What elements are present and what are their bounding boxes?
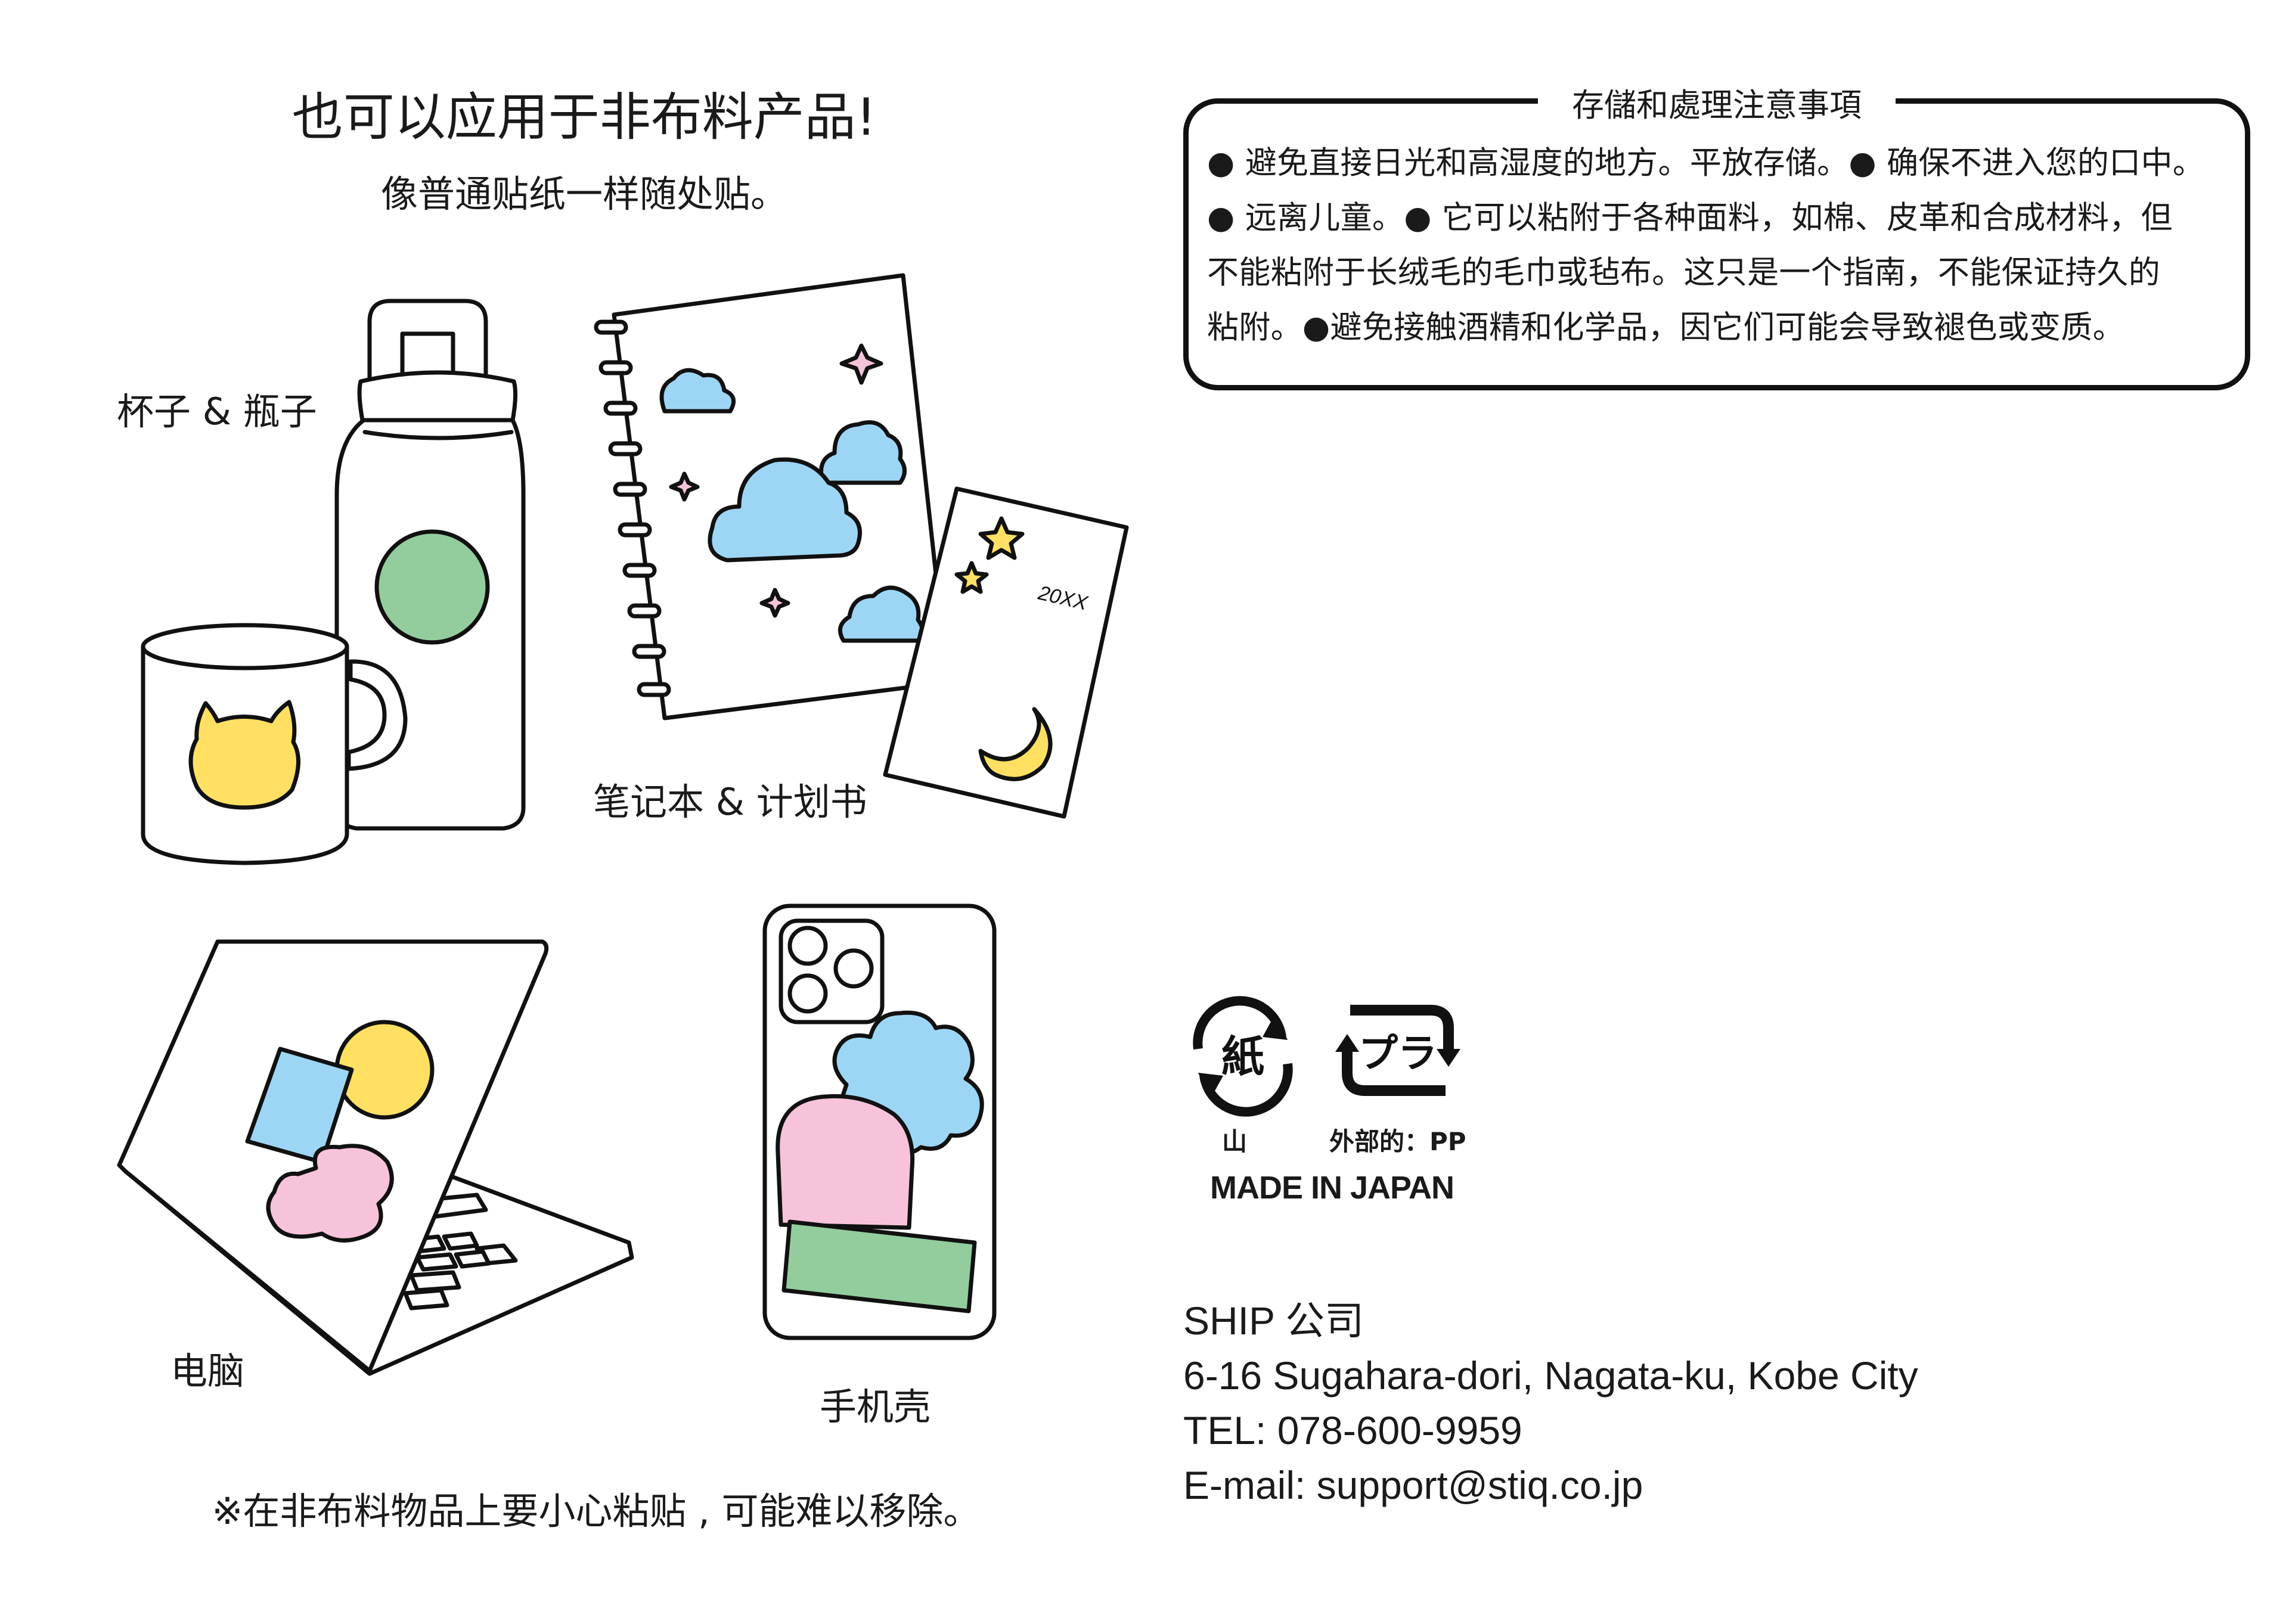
page-subtitle: 像普通贴纸一样随处贴。 — [380, 172, 787, 216]
cloud-sticker — [266, 1144, 394, 1243]
phone-case-icon — [762, 903, 997, 1340]
notice-line: ● 避免直接日光和高湿度的地方。平放存储。● 确保不进入您的口中。 — [1207, 145, 2205, 181]
cloud-sticker — [832, 1010, 984, 1156]
laptop-label: 电脑 — [170, 1349, 245, 1393]
notice-line: 粘附。●避免接触酒精和化学品，因它们可能会导致褪色或变质。 — [1207, 309, 2124, 346]
made-in-label: MADE IN JAPAN — [1210, 1170, 1454, 1206]
company-email: E-mail: support@stiq.co.jp — [1183, 1463, 1643, 1507]
moon-sticker — [978, 707, 1053, 781]
laptop-icon — [117, 939, 634, 1376]
plastic-label: 外部的：PP — [1329, 1127, 1466, 1156]
keyboard — [403, 1231, 518, 1311]
planner-icon: 20XX — [883, 486, 1129, 819]
cloud-sticker — [838, 585, 925, 643]
cloud-sticker — [659, 368, 736, 414]
arch-sticker — [776, 1094, 915, 1230]
sparkle-sticker — [839, 343, 883, 385]
cat-sticker — [188, 700, 300, 810]
phone-label: 手机壳 — [820, 1385, 931, 1429]
circle-sticker — [334, 1020, 435, 1120]
company-name: SHIP 公司 — [1183, 1299, 1364, 1343]
spiral-binding — [594, 319, 671, 697]
square-sticker — [245, 1047, 354, 1165]
company-address: 6-16 Sugahara-dori, Nagata-ku, Kobe City — [1183, 1353, 1918, 1398]
footnote: ※在非布料物品上要小心粘贴 , 可能难以移除。 — [212, 1489, 981, 1533]
planner-year: 20XX — [1035, 582, 1090, 615]
paper-recycle-icon: 紙 — [1193, 996, 1293, 1117]
company-tel: TEL: 078-600-9959 — [1183, 1408, 1522, 1452]
mug-icon — [141, 623, 408, 865]
sparkle-sticker — [669, 471, 700, 502]
star-sticker — [978, 516, 1025, 560]
cloud-sticker — [708, 457, 862, 563]
sparkle-sticker — [759, 588, 790, 618]
star-sticker — [954, 561, 989, 594]
care-notice-title: 存儲和處理注意事項 — [1538, 79, 1896, 126]
page-title: 也可以应用于非布料产品! — [291, 88, 877, 147]
rectangle-sticker — [781, 1219, 977, 1314]
plastic-recycle-icon: プラ — [1335, 1005, 1460, 1096]
company-info: SHIP 公司 6-16 Sugahara-dori, Nagata-ku, K… — [1183, 1293, 1918, 1513]
bottle-sticker — [374, 529, 490, 645]
cloud-sticker — [819, 420, 907, 485]
notice-line: 不能粘附于长绒毛的毛巾或毡布。这只是一个指南，不能保证持久的 — [1207, 254, 2160, 291]
bottle-icon — [334, 299, 526, 831]
cups-label: 杯子 & 瓶子 — [117, 390, 317, 433]
paper-symbol: 紙 — [1221, 1032, 1264, 1082]
notebook-icon — [594, 273, 950, 721]
notice-line: ● 远离儿童。● 它可以粘附于各种面料，如棉、皮革和合成材料，但 — [1207, 200, 2173, 236]
notebook-label: 笔记本 & 计划书 — [593, 780, 867, 824]
plastic-symbol: プラ — [1358, 1030, 1437, 1076]
care-notice-body: ● 避免直接日光和高湿度的地方。平放存储。● 确保不进入您的口中。 ● 远离儿童… — [1207, 136, 2232, 355]
paper-label: 山 — [1222, 1127, 1248, 1156]
